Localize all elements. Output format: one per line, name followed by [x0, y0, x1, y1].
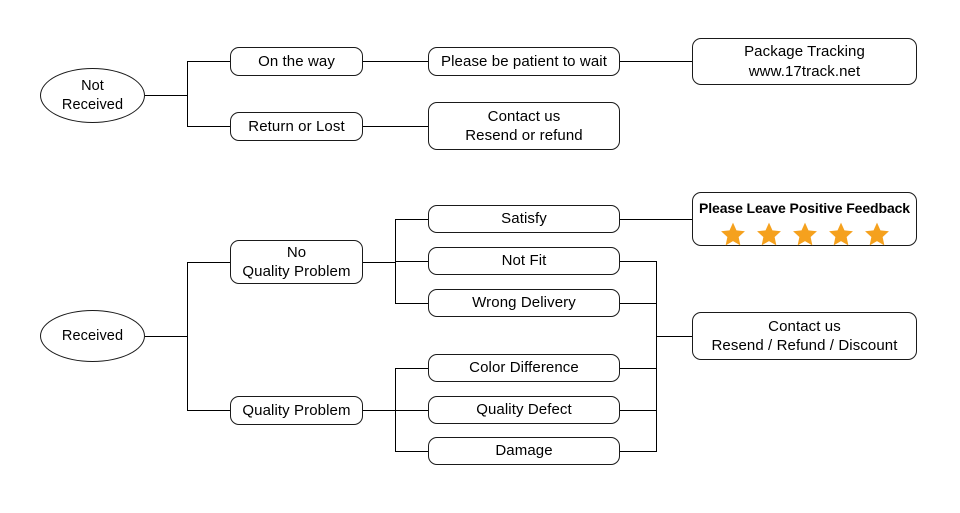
node-damage-label: Damage	[495, 442, 553, 460]
connector-color-difference-to-merge	[620, 368, 657, 369]
connector-qp-split	[395, 368, 396, 451]
connector-not-received-split	[187, 61, 188, 126]
node-contact-us-resend-refund-discount[interactable]: Contact us Resend / Refund / Discount	[692, 312, 917, 360]
connector-to-color-difference	[395, 368, 429, 369]
node-satisfy-label: Satisfy	[501, 210, 547, 228]
node-contact-us-discount-line1: Contact us	[768, 317, 841, 335]
node-return-or-lost-label: Return or Lost	[248, 117, 345, 135]
node-contact-us-resend-refund[interactable]: Contact us Resend or refund	[428, 102, 620, 150]
connector-to-return-or-lost	[187, 126, 231, 127]
node-contact-us-line2: Resend or refund	[465, 127, 583, 144]
star-icon[interactable]	[720, 221, 746, 247]
connector-wrong-delivery-to-merge	[620, 303, 657, 304]
node-package-tracking-line2: www.17track.net	[748, 62, 861, 80]
node-no-quality-problem-line1: No	[286, 243, 307, 261]
rating-stars[interactable]	[720, 221, 890, 247]
connector-received-split	[187, 262, 188, 410]
node-color-difference[interactable]: Color Difference	[428, 354, 620, 382]
node-received-label: Received	[61, 327, 124, 344]
node-quality-problem[interactable]: Quality Problem	[230, 396, 363, 425]
node-satisfy[interactable]: Satisfy	[428, 205, 620, 233]
node-please-be-patient-label: Please be patient to wait	[441, 52, 607, 70]
node-wrong-delivery[interactable]: Wrong Delivery	[428, 289, 620, 317]
connector-to-quality-problem	[187, 410, 231, 411]
node-quality-problem-label: Quality Problem	[242, 401, 351, 419]
node-wrong-delivery-label: Wrong Delivery	[472, 294, 576, 312]
node-damage[interactable]: Damage	[428, 437, 620, 465]
connector-damage-to-merge	[620, 451, 657, 452]
connector-satisfy-to-feedback	[620, 219, 692, 220]
node-quality-defect[interactable]: Quality Defect	[428, 396, 620, 424]
node-contact-us-line1: Contact us	[487, 107, 561, 125]
node-no-quality-problem[interactable]: No Quality Problem	[230, 240, 363, 284]
connector-to-satisfy	[395, 219, 429, 220]
connector-return-to-contact	[363, 126, 428, 127]
connector-on-the-way-to-wait	[363, 61, 428, 62]
node-not-received-line2: Received	[61, 96, 124, 113]
node-not-received-line1: Not	[81, 77, 104, 94]
connector-wait-to-tracking	[620, 61, 692, 62]
connector-not-received-stem	[145, 95, 188, 96]
node-contact-us-discount-line2: Resend / Refund / Discount	[711, 337, 898, 354]
connector-received-stem	[145, 336, 188, 337]
connector-to-not-fit	[395, 261, 429, 262]
connector-qp-stem	[363, 410, 396, 411]
node-not-received[interactable]: Not Received	[40, 68, 145, 123]
node-not-fit[interactable]: Not Fit	[428, 247, 620, 275]
star-icon[interactable]	[864, 221, 890, 247]
node-please-be-patient[interactable]: Please be patient to wait	[428, 47, 620, 76]
node-return-or-lost[interactable]: Return or Lost	[230, 112, 363, 141]
star-icon[interactable]	[828, 221, 854, 247]
node-no-quality-problem-line2: Quality Problem	[242, 263, 351, 280]
connector-to-on-the-way	[187, 61, 231, 62]
feedback-title: Please Leave Positive Feedback	[698, 200, 910, 216]
connector-to-no-quality-problem	[187, 262, 231, 263]
connector-merge-bus	[656, 261, 657, 452]
node-leave-positive-feedback[interactable]: Please Leave Positive Feedback	[692, 192, 917, 246]
connector-to-wrong-delivery	[395, 303, 429, 304]
star-icon[interactable]	[756, 221, 782, 247]
node-on-the-way-label: On the way	[258, 52, 335, 70]
star-icon[interactable]	[792, 221, 818, 247]
connector-not-fit-to-merge	[620, 261, 657, 262]
connector-merge-to-contact	[656, 336, 692, 337]
connector-quality-defect-to-merge	[620, 410, 657, 411]
connector-to-quality-defect	[395, 410, 429, 411]
node-package-tracking-line1: Package Tracking	[744, 43, 865, 61]
node-package-tracking[interactable]: Package Tracking www.17track.net	[692, 38, 917, 85]
node-quality-defect-label: Quality Defect	[476, 401, 572, 419]
connector-noqp-stem	[363, 262, 396, 263]
node-color-difference-label: Color Difference	[469, 359, 579, 377]
connector-to-damage	[395, 451, 429, 452]
node-on-the-way[interactable]: On the way	[230, 47, 363, 76]
node-not-fit-label: Not Fit	[501, 252, 547, 270]
node-received[interactable]: Received	[40, 310, 145, 362]
